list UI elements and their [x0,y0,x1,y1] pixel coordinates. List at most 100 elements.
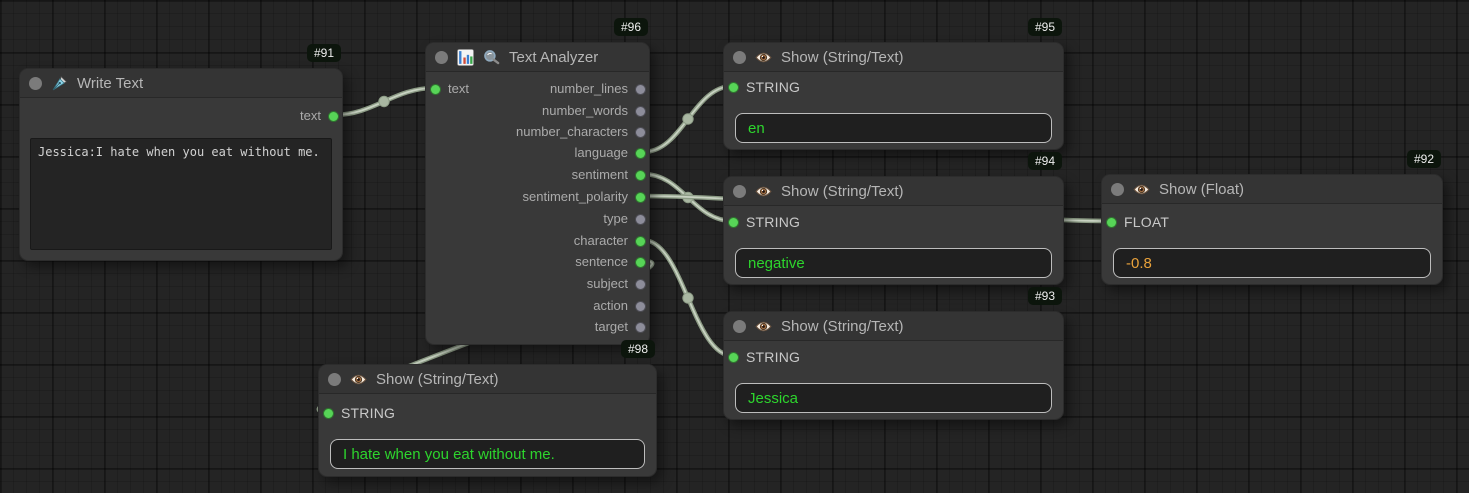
collapse-dot[interactable] [733,184,746,198]
value-text: I hate when you eat without me. [343,445,555,463]
output-port[interactable] [635,147,646,159]
output-slot-target: target [426,318,649,336]
slot-label: sentiment_polarity [522,189,629,204]
output-slot-action: action [426,297,649,315]
node-title-bar[interactable]: Show (String/Text) [319,365,656,394]
pen-icon [51,75,68,92]
node-id-badge: #91 [306,44,341,62]
input-slot-text: text [426,80,649,98]
wire-midpoint-dot [378,95,390,108]
output-slot-text: text [20,107,342,125]
output-port[interactable] [635,278,646,290]
output-port[interactable] [635,213,646,225]
node-id-badge: #96 [613,18,648,36]
eye-icon [755,183,772,200]
output-port[interactable] [635,191,646,203]
node-title-bar[interactable]: Write Text [20,69,342,98]
collapse-dot[interactable] [328,372,341,386]
slot-label: STRING [341,405,396,421]
node-id-badge: #94 [1027,152,1062,170]
input-port[interactable] [1106,216,1117,228]
input-slot-string: STRING [724,213,1063,231]
output-port[interactable] [635,105,646,117]
output-slot-subject: subject [426,275,649,293]
slot-label: STRING [746,349,801,365]
input-slot-float: FLOAT [1102,213,1442,231]
collapse-dot[interactable] [1111,182,1124,196]
node-id-badge: #92 [1406,150,1441,168]
value-display: Jessica [735,383,1052,413]
slot-label: text [448,81,469,96]
slot-label: STRING [746,214,801,230]
wire-midpoint-dot [682,113,694,125]
collapse-dot[interactable] [733,319,746,333]
eye-icon [1133,181,1150,198]
node-title: Show (String/Text) [781,182,904,200]
output-port[interactable] [328,110,339,122]
node-title: Show (Float) [1159,180,1245,198]
node-title-bar[interactable]: Text Analyzer [426,43,649,72]
value-text: negative [748,254,805,272]
output-slot-number_characters: number_characters [426,123,649,141]
slot-label: action [593,298,628,313]
collapse-dot[interactable] [435,50,448,64]
value-display: -0.8 [1113,248,1431,278]
node-id-badge: #95 [1027,18,1062,36]
node-title: Write Text [77,74,144,92]
value-text: Jessica [748,389,799,407]
slot-label: number_words [542,103,628,118]
node-title-bar[interactable]: Show (String/Text) [724,312,1063,341]
output-port[interactable] [635,83,646,95]
input-port[interactable] [728,351,739,363]
eye-icon [755,49,772,66]
output-slot-sentence: sentence [426,253,649,271]
slot-label: sentence [575,254,628,269]
input-port[interactable] [728,216,739,228]
node-title-bar[interactable]: Show (String/Text) [724,177,1063,206]
text-input-area[interactable]: Jessica:I hate when you eat without me. [30,138,332,250]
output-port[interactable] [635,300,646,312]
slot-label: STRING [746,79,801,95]
node-title-bar[interactable]: Show (Float) [1102,175,1442,204]
collapse-dot[interactable] [733,50,746,64]
input-port[interactable] [323,407,334,419]
output-port[interactable] [635,256,646,268]
node-title: Show (String/Text) [781,317,904,335]
slot-label: character [573,233,628,248]
slot-label: type [603,211,628,226]
output-slot-sentiment: sentiment [426,166,649,184]
eye-icon [350,371,367,388]
input-slot-string: STRING [319,404,656,422]
output-port[interactable] [635,235,646,247]
input-port[interactable] [728,81,739,93]
node-title: Text Analyzer [509,48,599,66]
node-id-badge: #98 [620,340,655,358]
output-slot-type: type [426,210,649,228]
slot-label: number_lines [549,81,628,96]
output-port[interactable] [635,321,646,333]
output-port[interactable] [635,126,646,138]
slot-label: target [594,319,628,334]
output-port[interactable] [635,169,646,181]
slot-label: language [574,145,629,160]
collapse-dot[interactable] [29,76,42,90]
node-title-bar[interactable]: Show (String/Text) [724,43,1063,72]
node-id-badge: #93 [1027,287,1062,305]
input-port[interactable] [430,83,441,95]
output-slot-character: character [426,232,649,250]
value-display: en [735,113,1052,143]
output-slot-language: language [426,144,649,162]
value-display: negative [735,248,1052,278]
slot-label: subject [586,276,628,291]
slot-label: sentiment [571,167,628,182]
output-slot-number_words: number_words [426,102,649,120]
slot-label: number_characters [516,124,628,139]
